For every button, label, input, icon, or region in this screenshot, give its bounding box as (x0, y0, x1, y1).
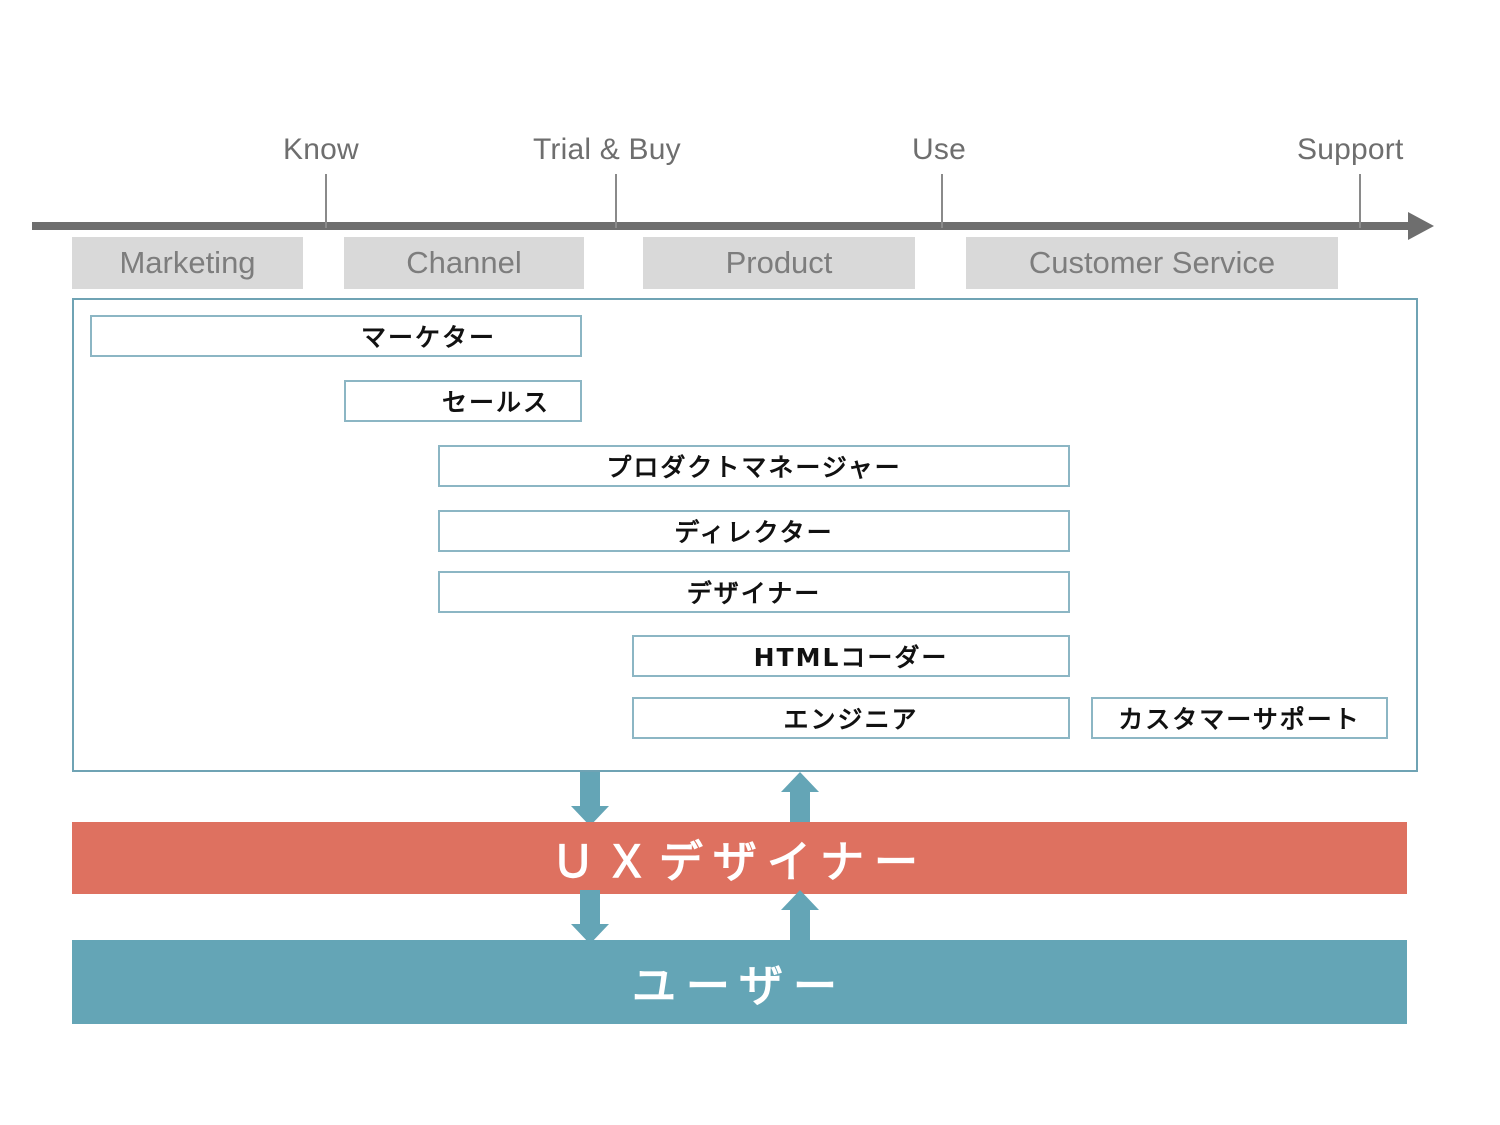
role-html-coder: HTMLコーダー (632, 635, 1070, 677)
roles-container: マーケター セールス プロダクトマネージャー ディレクター デザイナー HTML… (72, 298, 1418, 772)
role-designer: デザイナー (438, 571, 1070, 613)
arrow-shaft (790, 910, 810, 944)
arrow-head-down-icon (571, 924, 609, 944)
arrow-shaft (580, 772, 600, 806)
timeline-label-know: Know (283, 133, 359, 166)
arrow-shaft (580, 890, 600, 924)
timeline-label-use: Use (912, 133, 966, 166)
arrow-head-up-icon (781, 772, 819, 792)
timeline-tick-trial-buy (615, 174, 617, 228)
role-customer-support: カスタマーサポート (1091, 697, 1388, 739)
role-engineer: エンジニア (632, 697, 1070, 739)
arrow-head-up-icon (781, 890, 819, 910)
flow-arrow-roles-to-ux (571, 772, 609, 826)
role-marketer: マーケター (90, 315, 582, 357)
phase-marketing: Marketing (72, 237, 303, 289)
timeline-tick-support (1359, 174, 1361, 228)
flow-arrow-user-to-ux (781, 890, 819, 944)
role-sales: セールス (344, 380, 582, 422)
arrow-shaft (790, 792, 810, 826)
timeline-label-trial-buy: Trial & Buy (533, 133, 681, 166)
phase-customer-service: Customer Service (966, 237, 1338, 289)
arrow-head-down-icon (571, 806, 609, 826)
timeline-tick-use (941, 174, 943, 228)
timeline-arrowhead-icon (1408, 212, 1434, 240)
timeline-tick-know (325, 174, 327, 228)
timeline-axis (32, 222, 1414, 230)
role-product-manager: プロダクトマネージャー (438, 445, 1070, 487)
timeline-label-support: Support (1297, 133, 1404, 166)
phase-product: Product (643, 237, 915, 289)
flow-arrow-ux-to-roles (781, 772, 819, 826)
role-director: ディレクター (438, 510, 1070, 552)
phase-channel: Channel (344, 237, 584, 289)
flow-arrow-ux-to-user (571, 890, 609, 944)
user-bar: ユーザー (72, 940, 1407, 1024)
ux-designer-bar: ＵＸデザイナー (72, 822, 1407, 894)
